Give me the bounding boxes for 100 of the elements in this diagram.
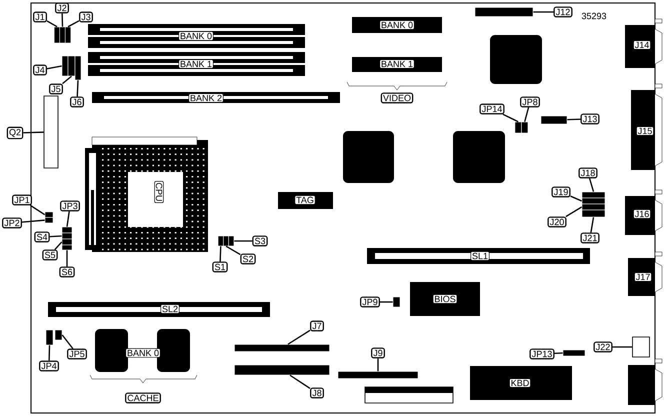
part-label: BANK 1: [178, 59, 214, 69]
leader-line: [50, 235, 62, 238]
callout-label: J19: [552, 186, 570, 198]
callout-label: JP9: [360, 296, 380, 308]
leader-line: [62, 334, 74, 350]
callout-label: J21: [580, 232, 600, 244]
callout-label: S2: [240, 254, 256, 264]
pin-header: [338, 371, 418, 379]
leader-line: [62, 13, 64, 27]
leader-line: [590, 217, 594, 233]
callout-label: S1: [212, 262, 228, 272]
callout-label: Q2: [6, 126, 24, 140]
leader-line: [22, 220, 45, 223]
leader-line: [226, 246, 241, 256]
port-connector: [632, 336, 650, 358]
callout-label: VIDEO: [380, 92, 414, 104]
jumper: [521, 122, 528, 134]
board-number: 35293: [582, 12, 606, 20]
callout-label: J22: [594, 342, 612, 352]
leader-line: [567, 118, 581, 120]
part-label: BANK 0: [126, 348, 161, 358]
jumper: [44, 217, 54, 224]
leader-line: [30, 204, 46, 216]
jumper: [62, 56, 68, 76]
callout-label: J5: [49, 84, 63, 94]
callout-label: JP5: [67, 348, 87, 360]
jumper: [218, 236, 224, 246]
part-label: KBD: [509, 378, 531, 388]
jumper: [392, 296, 400, 308]
jumper: [562, 350, 586, 356]
callout-label: S3: [252, 236, 268, 246]
leader-line: [554, 352, 563, 354]
part-label: BANK 0: [178, 31, 214, 41]
part-label: BANK 1: [380, 59, 414, 69]
component-bar: [44, 96, 58, 168]
leader-line: [570, 196, 582, 202]
callout-label: J7: [310, 320, 324, 332]
leader-line: [377, 358, 379, 372]
callout-label: S4: [34, 232, 50, 242]
callout-label: J20: [548, 216, 566, 228]
part-label: BIOS: [432, 294, 458, 304]
jumper: [54, 26, 60, 44]
jumper: [54, 330, 62, 340]
part-label: BANK 0: [380, 20, 414, 30]
pin-header: [234, 344, 330, 352]
leader-line: [54, 242, 62, 250]
jumper: [582, 198, 606, 204]
part-label: SL1: [470, 251, 490, 261]
leader-line: [380, 301, 393, 303]
pin-header: [540, 116, 568, 124]
pin-header: [234, 364, 330, 376]
leader-line: [66, 211, 70, 227]
jumper: [74, 56, 82, 80]
part-label: J14: [633, 40, 651, 50]
leader-line: [524, 107, 530, 122]
callout-label: JP8: [520, 96, 540, 108]
jumper: [228, 236, 234, 246]
callout-label: J13: [580, 114, 600, 124]
part-label: J15: [636, 126, 654, 136]
callout-label: JP4: [39, 360, 59, 372]
jumper: [223, 236, 229, 246]
jumper: [68, 56, 76, 76]
leader-line: [46, 65, 62, 70]
leader-line: [234, 240, 252, 242]
jumper: [514, 122, 522, 134]
callout-label: J12: [554, 6, 572, 18]
pin-header: [474, 7, 534, 17]
callout-label: JP3: [60, 200, 80, 212]
callout-label: J1: [33, 12, 47, 22]
leader-line: [66, 250, 68, 267]
leader-line: [566, 206, 582, 218]
callout-label: JP14: [480, 104, 504, 114]
leader-line: [533, 11, 554, 13]
part-label: TAG: [294, 195, 316, 205]
callout-label: J18: [578, 168, 598, 178]
jumper: [64, 26, 72, 44]
jumper: [62, 238, 72, 246]
leader-line: [68, 20, 80, 28]
leader-line: [23, 132, 44, 134]
jumper: [582, 204, 606, 210]
callout-label: JP1: [12, 194, 32, 206]
callout-label: J6: [70, 96, 84, 108]
callout-label: S6: [59, 266, 75, 278]
callout-label: J2: [55, 2, 69, 14]
callout-label: JP2: [2, 218, 22, 228]
part-label: CPU: [154, 181, 164, 203]
jumper: [582, 192, 606, 198]
callout-label: JP13: [530, 348, 554, 360]
jumper: [59, 26, 66, 44]
part-label: SL2: [160, 304, 180, 314]
callout-label: J8: [310, 388, 324, 398]
leader-line: [62, 76, 72, 84]
leader-line: [48, 345, 50, 361]
part-label: J17: [634, 272, 652, 282]
leader-line: [76, 80, 79, 97]
leader-line: [588, 178, 594, 192]
jumper: [44, 212, 54, 218]
jumper: [62, 244, 72, 250]
leader-line: [220, 246, 222, 262]
leader-line: [612, 346, 632, 348]
